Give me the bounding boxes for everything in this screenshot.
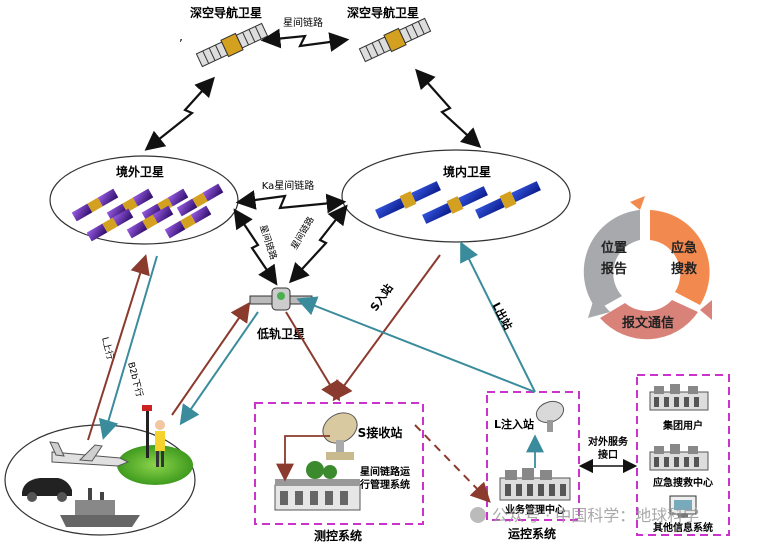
user-to-leo-arrow bbox=[171, 301, 251, 416]
s-inbound-label: S入站 bbox=[367, 281, 396, 314]
watermark: 公众号 · 中国科学：地球科学 bbox=[470, 506, 699, 525]
external-systems-box bbox=[636, 374, 730, 536]
ship-icon bbox=[60, 488, 140, 527]
ttc-system-label: 测控系统 bbox=[314, 528, 362, 543]
l-uplink-arrow bbox=[87, 254, 150, 441]
isl-right-label: 星间链路 bbox=[288, 214, 316, 251]
isl-ops-label-1: 星间链路运 bbox=[360, 465, 410, 478]
cycle-label-message: 报文通信 bbox=[622, 315, 674, 331]
s-receive-dish-icon bbox=[322, 412, 358, 460]
l-uplink-label: L上行 bbox=[99, 336, 117, 361]
isl-left-label: 星间链路 bbox=[257, 223, 280, 261]
leo-to-ttc-arrow bbox=[285, 311, 341, 402]
cycle-label-rescue-1: 应急 bbox=[671, 240, 697, 256]
deep-space-satellite-left bbox=[195, 22, 269, 68]
ops-system-label: 运控系统 bbox=[508, 526, 556, 541]
isl-zigzag-top bbox=[260, 28, 350, 52]
cycle-segment-rescue bbox=[650, 210, 710, 305]
ops-system-box bbox=[486, 391, 580, 521]
ext-service-label-2: 接口 bbox=[598, 448, 618, 461]
b2b-downlink-label: B2b下行 bbox=[125, 361, 146, 399]
grass-patch bbox=[117, 445, 193, 485]
service-cycle bbox=[583, 196, 712, 340]
ttc-system-box bbox=[254, 402, 424, 525]
domestic-sat-ellipse bbox=[341, 149, 571, 243]
domestic-sat-constellation bbox=[375, 181, 541, 224]
foreign-sat-label: 境外卫星 bbox=[116, 164, 164, 179]
l-inject-dish-icon bbox=[535, 400, 565, 432]
b2b-downlink-arrow bbox=[98, 255, 158, 440]
business-center-label: 业务管理中心 bbox=[505, 503, 565, 516]
group-users-building-icon bbox=[649, 384, 709, 411]
foreign-sat-constellation bbox=[71, 183, 224, 242]
cycle-label-rescue-2: 搜救 bbox=[671, 261, 697, 277]
leo-to-user-arrow bbox=[179, 311, 259, 426]
airplane-icon bbox=[49, 441, 130, 467]
watermark-text: 公众号 · 中国科学：地球科学 bbox=[492, 506, 699, 525]
group-users-label: 集团用户 bbox=[662, 419, 703, 432]
ttc-building-icon bbox=[274, 461, 361, 511]
s-receive-label: S接收站 bbox=[358, 425, 403, 440]
cycle-label-position-1: 位置 bbox=[601, 240, 627, 256]
domestic-sat-label: 境内卫星 bbox=[443, 164, 491, 179]
ttc-to-ops-dashed-arrow bbox=[414, 424, 491, 503]
person-with-receiver-icon bbox=[142, 405, 165, 467]
ka-isl-zigzag bbox=[235, 190, 347, 214]
isl-top-label: 星间链路 bbox=[283, 16, 323, 29]
cycle-segment-position bbox=[583, 210, 640, 310]
rescue-center-label: 应急搜救中心 bbox=[653, 476, 713, 489]
other-info-label: 其他信息系统 bbox=[653, 521, 713, 534]
stray-mark: ’ bbox=[179, 37, 183, 51]
ka-isl-label: Ka星间链路 bbox=[262, 179, 315, 192]
l-outbound-label: L出站 bbox=[489, 300, 515, 332]
deep-sat-right-label: 深空导航卫星 bbox=[347, 5, 419, 20]
ext-service-label-1: 对外服务 bbox=[588, 435, 629, 448]
s-inbound-arrow bbox=[332, 254, 441, 402]
l-outbound-arrow bbox=[460, 241, 536, 393]
link-deep-left-to-foreign bbox=[144, 76, 215, 151]
leo-sat-label: 低轨卫星 bbox=[256, 326, 305, 341]
cycle-segment-message bbox=[600, 300, 698, 340]
deep-space-satellite-right bbox=[358, 17, 432, 63]
car-icon bbox=[22, 478, 72, 502]
isl-domestic-to-leo bbox=[289, 204, 348, 284]
isl-foreign-to-leo bbox=[233, 208, 278, 286]
ops-to-leo-arrow bbox=[296, 296, 536, 393]
other-info-computer-icon bbox=[669, 495, 697, 518]
rescue-center-building-icon bbox=[649, 444, 709, 471]
leo-satellite bbox=[249, 287, 313, 311]
l-inject-label: L注入站 bbox=[494, 417, 534, 431]
cycle-label-position-2: 报告 bbox=[601, 261, 627, 277]
deep-sat-left-label: 深空导航卫星 bbox=[190, 5, 262, 20]
wechat-icon bbox=[470, 507, 486, 523]
business-center-building-icon bbox=[499, 468, 571, 501]
dish-to-building-arrow bbox=[276, 435, 330, 482]
isl-ops-label-2: 行管理系统 bbox=[359, 478, 410, 491]
link-deep-right-to-domestic bbox=[415, 68, 482, 148]
